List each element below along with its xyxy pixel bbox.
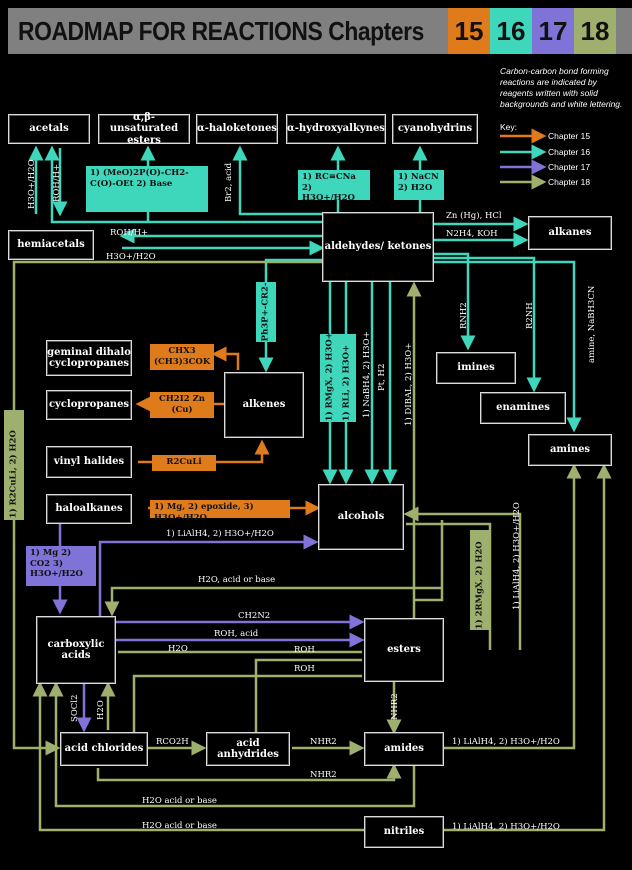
label-amide-reduction: 1) LiAlH4, 2) H3O+/H2O: [452, 737, 560, 747]
node-imines[interactable]: imines: [436, 352, 516, 384]
node-alkanes[interactable]: alkanes: [528, 216, 612, 250]
node-hemiacetals[interactable]: hemiacetals: [8, 230, 94, 260]
node-geminal-dihalo-cyclopropanes[interactable]: geminal dihalo cyclopropanes: [46, 340, 132, 376]
label-nitrile-reduction: 1) LiAlH4, 2) H3O+/H2O: [452, 822, 560, 832]
label-br2-acid: Br2, acid: [224, 162, 234, 202]
node-amides[interactable]: amides: [364, 732, 444, 766]
reagent-wittig-text: Ph3P+-CR2-: [260, 282, 271, 342]
label-r2nh: R2NH: [525, 302, 535, 329]
reagent-r2culi-h2o: 1) R2CuLi, 2) H2O: [4, 410, 24, 520]
node-aldehydes-ketones[interactable]: aldehydes/ ketones: [322, 212, 434, 282]
reagent-rli: 1) RLi, 2) H3O+: [338, 334, 356, 422]
key-chapter-16: Chapter 16: [548, 147, 591, 157]
label-rnh2: RNH2: [459, 302, 469, 329]
key-title: Key:: [500, 122, 518, 132]
label-nhr2-b: NHR2: [310, 770, 337, 780]
reagent-wittig-ylide: Ph3P+-CR2-: [256, 282, 276, 342]
node-amines[interactable]: amines: [528, 434, 612, 466]
node-acid-chlorides[interactable]: acid chlorides: [60, 732, 148, 766]
chapter-18-badge: 18: [574, 8, 616, 54]
label-lialh4-alcohols: 1) LiAlH4, 2) H3O+/H2O: [166, 529, 274, 539]
page-title: ROADMAP FOR REACTIONS Chapters: [18, 16, 424, 46]
label-roh-acid: ROH, acid: [214, 629, 259, 639]
node-enamines[interactable]: enamines: [480, 392, 566, 424]
node-cyanohydrins[interactable]: cyanohydrins: [392, 114, 478, 144]
node-acetals[interactable]: acetals: [8, 114, 90, 144]
node-haloketones[interactable]: α-haloketones: [196, 114, 278, 144]
label-rco2h: RCO2H: [156, 737, 189, 747]
node-acid-anhydrides[interactable]: acid anhydrides: [206, 732, 290, 766]
label-h2o-vertical: H2O: [96, 700, 106, 720]
key-chapter-17: Chapter 17: [548, 162, 591, 172]
label-h3o-h2o-vertical: H3O+/H2O: [27, 159, 37, 209]
node-alcohols[interactable]: alcohols: [318, 484, 404, 550]
reagent-rmgx: 1) RMgX, 2) H3O+: [320, 332, 340, 422]
reagent-2rmgx: 1) 2RMgX, 2) H2O: [470, 530, 490, 630]
reagent-2rmgx-text: 1) 2RMgX, 2) H2O: [474, 541, 485, 630]
node-vinyl-halides[interactable]: vinyl halides: [46, 446, 132, 478]
key-chapter-15: Chapter 15: [548, 131, 591, 141]
label-roh-b: ROH: [294, 664, 315, 674]
legend-note: Carbon-carbon bond forming reactions are…: [500, 66, 623, 110]
reagent-phosphonate-base: 1) (MeO)2P(O)-CH2-C(O)-OEt 2) Base: [86, 166, 208, 212]
node-alkenes[interactable]: alkenes: [224, 372, 304, 438]
label-nabh4: 1) NaBH4, 2) H3O+: [362, 331, 372, 418]
label-dibal: 1) DIBAL, 2) H3O+: [404, 342, 414, 426]
label-h3o-h2o: H3O+/H2O: [106, 252, 156, 262]
key-chapter-18: Chapter 18: [548, 177, 591, 187]
chapter-17-badge: 17: [532, 8, 574, 54]
label-ch2n2: CH2N2: [238, 611, 271, 621]
label-lialh4-esters: 1) LiAlH4, 2) H3O+/H2O: [512, 502, 522, 610]
node-cyclopropanes[interactable]: cyclopropanes: [46, 390, 132, 420]
label-h2o-mid: H2O: [168, 644, 188, 654]
label-amine-nabh3cn: amine, NaBH3CN: [587, 285, 597, 363]
reagent-rmgx-text: 1) RMgX, 2) H3O+: [324, 332, 335, 422]
reagent-r2culi: R2CuLi: [152, 455, 216, 471]
label-zn-hg-hcl: Zn (Hg), HCl: [446, 211, 502, 221]
chapter-16-badge: 16: [490, 8, 532, 54]
label-nhr2-vertical: NHR2: [390, 693, 400, 720]
label-nhr2-a: NHR2: [310, 737, 337, 747]
reagent-mg-co2: 1) Mg 2) CO2 3) H3O+/H2O: [26, 546, 96, 586]
reagent-grignard-epoxide: 1) Mg, 2) epoxide, 3) H3O+/H2O: [150, 500, 290, 523]
label-roh-h: ROH/H+: [110, 228, 149, 238]
node-ab-unsaturated-esters[interactable]: α,β-unsaturated esters: [98, 112, 190, 146]
reagent-acetylide: 1) RC≡CNa 2) H3O+/H2O: [298, 170, 370, 203]
chapter-15-badge: 15: [448, 8, 490, 54]
node-haloalkanes[interactable]: haloalkanes: [46, 494, 132, 524]
reagent-ch2i2: CH2I2 Zn (Cu): [150, 392, 214, 418]
reagent-r2culi-h2o-text: 1) R2CuLi, 2) H2O: [8, 430, 19, 519]
label-pt-h2: Pt, H2: [377, 363, 387, 391]
node-esters[interactable]: esters: [364, 618, 444, 682]
label-h2o-acid-base: H2O, acid or base: [198, 575, 276, 585]
header-bar: ROADMAP FOR REACTIONS Chapters 15 16 17 …: [8, 8, 632, 54]
node-nitriles[interactable]: nitriles: [364, 816, 444, 848]
reagent-nacn: 1) NaCN 2) H2O: [394, 170, 444, 200]
label-h2o-acid-base-2: H2O acid or base: [142, 821, 217, 831]
reagent-chx3: CHX3 (CH3)3COK: [150, 344, 214, 370]
label-n2h4-koh: N2H4, KOH: [446, 229, 498, 239]
label-roh-a: ROH: [294, 645, 315, 655]
reagent-rli-text: 1) RLi, 2) H3O+: [341, 344, 352, 422]
node-hydroxyalkynes[interactable]: α-hydroxyalkynes: [286, 114, 386, 144]
label-h2o-acid-base-1: H2O acid or base: [142, 796, 217, 806]
label-roh-h-vertical: ROH/H+: [52, 163, 62, 202]
label-socl2: SOCl2: [70, 694, 80, 722]
node-carboxylic-acids[interactable]: carboxylic acids: [36, 616, 116, 684]
